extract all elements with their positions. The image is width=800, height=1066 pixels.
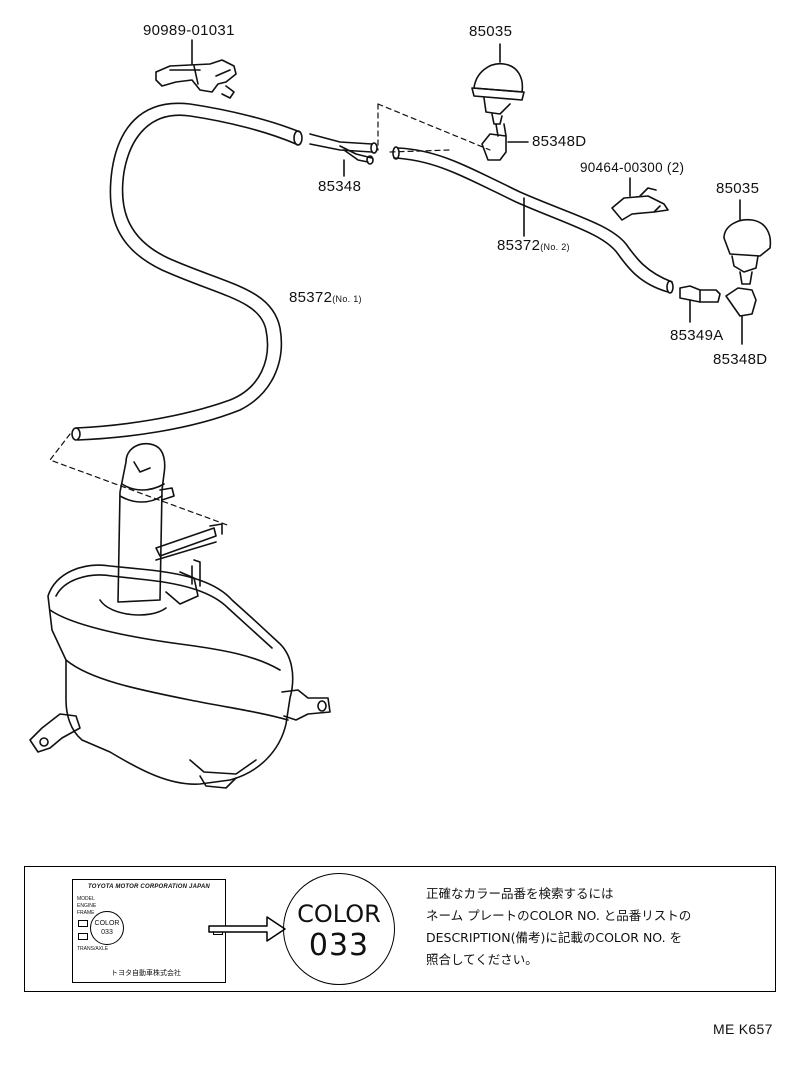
color-instructions: 正確なカラー品番を検索するには ネーム プレートのCOLOR NO. と品番リス… bbox=[426, 883, 771, 971]
plate-row-trans: TRANS/AXLE bbox=[77, 946, 109, 952]
label-connector-d-lower: 85348D bbox=[713, 351, 768, 368]
color-code-circle: COLOR 033 bbox=[283, 873, 395, 985]
connector-d-upper bbox=[481, 123, 529, 161]
plate-row-engine: ENGINE bbox=[77, 903, 97, 909]
figure-code: ME K657 bbox=[713, 1021, 773, 1037]
label-nozzle-left: 85035 bbox=[469, 23, 513, 40]
instruction-line: 正確なカラー品番を検索するには bbox=[426, 886, 614, 901]
label-nozzle-right: 85035 bbox=[716, 180, 760, 197]
plate-maker-jp: トヨタ自動車株式会社 bbox=[111, 970, 181, 977]
color-label: COLOR bbox=[297, 900, 381, 928]
plate-swatch-2 bbox=[78, 933, 88, 940]
color-note-box: TOYOTA MOTOR CORPORATION JAPAN MODEL ENG… bbox=[24, 866, 776, 992]
color-code: 033 bbox=[308, 928, 370, 963]
label-hose-no2: 85372(No. 2) bbox=[497, 237, 570, 254]
instruction-line: DESCRIPTION(備考)に記載のCOLOR NO. を bbox=[426, 930, 683, 945]
label-joint: 85348 bbox=[318, 178, 362, 195]
label-connector-d-upper: 85348D bbox=[532, 133, 587, 150]
hose-no2 bbox=[392, 146, 674, 294]
instruction-line: ネーム プレートのCOLOR NO. と品番リストの bbox=[426, 908, 692, 923]
washer-tank bbox=[29, 442, 331, 789]
joint-part bbox=[309, 133, 378, 177]
plate-maker: TOYOTA MOTOR CORPORATION JAPAN bbox=[88, 884, 210, 890]
label-clip: 90464-00300 (2) bbox=[580, 160, 685, 175]
hose-no2-number: 85372 bbox=[497, 237, 541, 254]
plate-color-circle: COLOR 033 bbox=[90, 911, 124, 945]
name-plate: TOYOTA MOTOR CORPORATION JAPAN MODEL ENG… bbox=[72, 879, 226, 983]
nozzle-left bbox=[471, 43, 525, 125]
hose-no2-suffix: (No. 2) bbox=[540, 242, 570, 252]
plate-circle-line1: COLOR bbox=[94, 920, 120, 927]
dashed-leaders bbox=[49, 103, 491, 527]
hose-no1-number: 85372 bbox=[289, 289, 333, 306]
clip-part bbox=[611, 177, 669, 221]
hose-no1-suffix: (No. 1) bbox=[332, 294, 362, 304]
clamp-part bbox=[155, 39, 237, 99]
label-hose-no1: 85372(No. 1) bbox=[289, 289, 362, 306]
plate-circle-line2: 033 bbox=[101, 929, 113, 936]
plate-row-model: MODEL bbox=[77, 896, 95, 902]
arrow-icon bbox=[208, 916, 286, 942]
label-clamp: 90989-01031 bbox=[143, 22, 235, 39]
nozzle-right bbox=[723, 199, 772, 285]
connector-d-lower bbox=[725, 287, 757, 345]
check-valve-part bbox=[679, 285, 721, 323]
plate-swatch-1 bbox=[78, 920, 88, 927]
instruction-line: 照合してください。 bbox=[426, 952, 538, 967]
hose-no1 bbox=[71, 102, 303, 441]
plate-row-frame: FRAME bbox=[77, 910, 95, 916]
label-check-valve: 85349A bbox=[670, 327, 724, 344]
